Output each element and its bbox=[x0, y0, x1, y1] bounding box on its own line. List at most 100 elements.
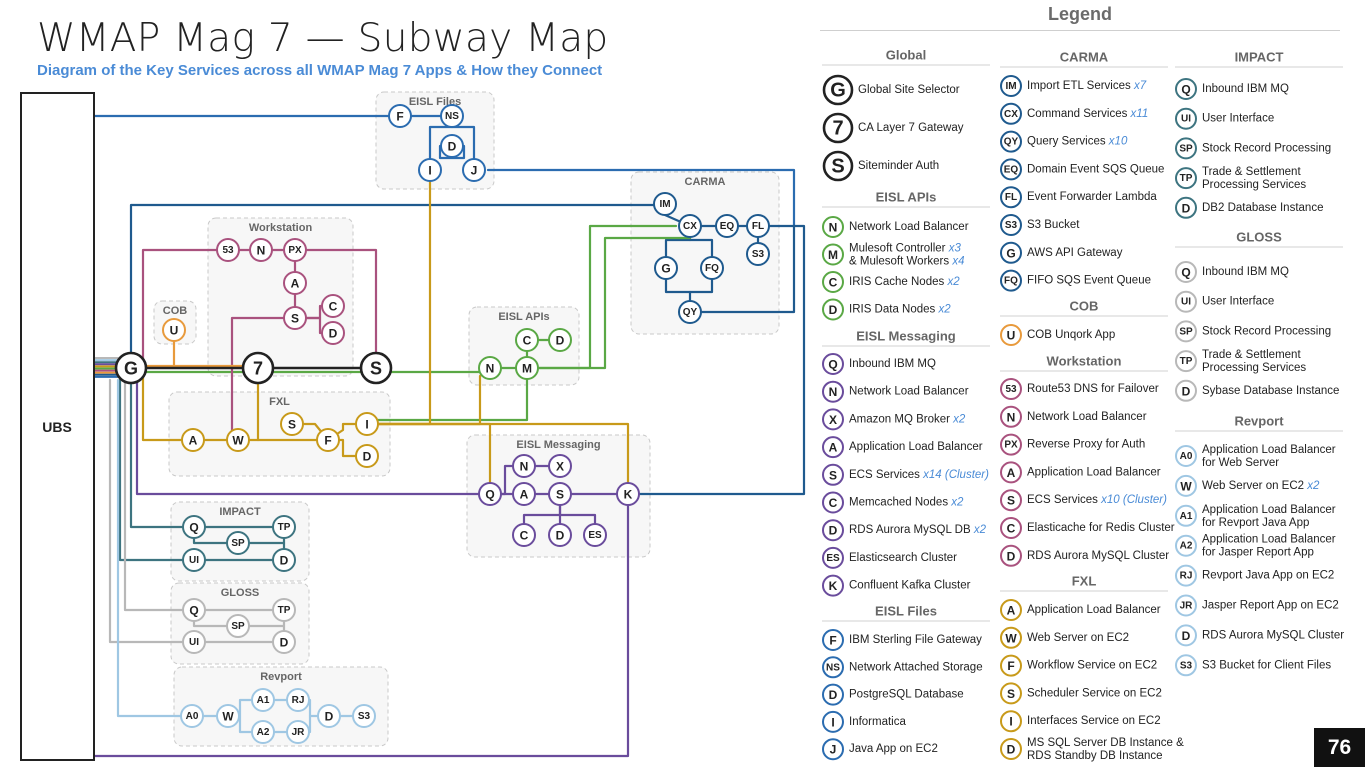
legend-item-label: DB2 Database Instance bbox=[1202, 202, 1323, 214]
station-ws-n-ring bbox=[249, 238, 273, 262]
legend-item-label: Global Site Selector bbox=[858, 84, 960, 96]
station-files-i-ring bbox=[418, 158, 442, 182]
station-rev-s3-ring bbox=[352, 704, 376, 728]
station-rev-w-ring bbox=[216, 704, 240, 728]
legend-node-workstation-n-ring bbox=[1000, 405, 1022, 428]
station-rev-a2-label: A2 bbox=[257, 727, 270, 738]
legend-node-fxl-a-ring bbox=[1000, 599, 1022, 621]
station-msg-a-label: A bbox=[520, 488, 529, 502]
legend-item-label: Sybase Database Instance bbox=[1202, 385, 1339, 397]
legend-item-label: S3 Bucket bbox=[1027, 219, 1080, 231]
fxl-line bbox=[141, 370, 195, 442]
station-msg-n-label: N bbox=[520, 460, 529, 474]
station-files-i: I bbox=[418, 158, 442, 182]
legend-node-workstation-px-ring bbox=[1000, 433, 1022, 456]
station-msg-k: K bbox=[616, 482, 640, 506]
station-carma-cx-ring bbox=[678, 214, 702, 238]
station-rev-d-ring bbox=[317, 704, 341, 728]
station-carma-qy-ring bbox=[678, 300, 702, 324]
station-impact-sp-ring bbox=[226, 531, 250, 555]
station-fxl-d-ring bbox=[355, 444, 379, 468]
legend-node-revport-a1-ring bbox=[1175, 504, 1197, 527]
workstation-line bbox=[230, 316, 297, 442]
legend-node-gloss-sp-ring bbox=[1175, 320, 1197, 343]
station-impact-sp: SP bbox=[226, 531, 250, 555]
legend-node-eisl-files-d-label: D bbox=[829, 688, 838, 702]
legend-node-revport-a2-ring bbox=[1175, 534, 1197, 557]
legend-node-eisl-files-d: D bbox=[822, 683, 844, 706]
group-eisl-apis-label: EISL APIs bbox=[498, 311, 549, 323]
station-gloss-tp: TP bbox=[272, 598, 296, 622]
legend-node-fxl-a-label: A bbox=[1007, 604, 1016, 618]
station-ws-c: C bbox=[321, 294, 345, 318]
legend-item-label: Java App on EC2 bbox=[849, 743, 938, 755]
legend-node-fxl-s-ring bbox=[1000, 682, 1022, 705]
station-impact-sp-label: SP bbox=[231, 538, 245, 549]
legend-item-label: Siteminder Auth bbox=[858, 160, 939, 172]
station-rev-jr: JR bbox=[286, 720, 310, 744]
station-ws-px-ring bbox=[283, 238, 307, 262]
station-fxl-d-label: D bbox=[363, 450, 372, 464]
legend-section-title: Global bbox=[886, 48, 926, 63]
legend-node-global-7-label: 7 bbox=[832, 118, 843, 140]
station-rev-a1-ring bbox=[251, 688, 275, 712]
legend-node-eisl-messaging-k-label: K bbox=[829, 579, 838, 593]
legend-node-carma-fl: FL bbox=[1000, 186, 1022, 209]
station-fxl-f-ring bbox=[316, 428, 340, 452]
legend-node-workstation-s: S bbox=[1000, 489, 1022, 512]
legend-node-carma-im: IM bbox=[1000, 75, 1022, 97]
station-apis-n: N bbox=[478, 356, 502, 380]
legend-item-label-line2: for Web Server bbox=[1202, 457, 1279, 469]
station-global-g-ring bbox=[114, 351, 148, 385]
legend-item-label: Mulesoft Controller x3 bbox=[849, 243, 961, 255]
station-fxl-i-label: I bbox=[365, 418, 368, 432]
station-msg-s-label: S bbox=[556, 488, 564, 502]
legend-node-eisl-files-d-ring bbox=[822, 683, 844, 706]
legend-node-global-s-ring bbox=[822, 150, 854, 182]
station-apis-d: D bbox=[548, 328, 572, 352]
station-msg-s-ring bbox=[548, 482, 572, 506]
legend-item-label: Application Load Balancer bbox=[849, 441, 983, 453]
legend-item-label: Confluent Kafka Cluster bbox=[849, 580, 971, 592]
station-msg-c: C bbox=[512, 523, 536, 547]
legend-node-eisl-files-f-label: F bbox=[829, 634, 836, 648]
legend-node-cob-u-ring bbox=[1000, 324, 1022, 346]
legend-node-eisl-messaging-n-label: N bbox=[829, 385, 838, 399]
legend-node-revport-a0: A0 bbox=[1175, 445, 1197, 467]
station-msg-k-label: K bbox=[624, 488, 633, 502]
station-gloss-sp: SP bbox=[226, 614, 250, 638]
legend-node-eisl-messaging-d: D bbox=[822, 519, 844, 542]
legend-node-eisl-apis-d: D bbox=[822, 298, 844, 321]
legend-node-revport-a1: A1 bbox=[1175, 504, 1197, 527]
station-msg-a-ring bbox=[512, 482, 536, 506]
station-msg-es-label: ES bbox=[588, 530, 602, 541]
station-ws-d: D bbox=[321, 321, 345, 345]
legend-node-fxl-i: I bbox=[1000, 710, 1022, 733]
legend-node-fxl-i-label: I bbox=[1009, 715, 1012, 729]
legend-node-fxl-f-label: F bbox=[1007, 659, 1014, 673]
legend-item-label: IBM Sterling File Gateway bbox=[849, 634, 982, 646]
legend-item-label: Network Load Balancer bbox=[1027, 411, 1147, 423]
revport-line bbox=[116, 378, 194, 718]
legend-node-carma-im-ring bbox=[1000, 75, 1022, 97]
station-files-f: F bbox=[388, 104, 412, 128]
legend-item-label: IRIS Cache Nodes x2 bbox=[849, 276, 960, 288]
legend-node-impact-tp-ring bbox=[1175, 167, 1197, 190]
legend-node-revport-rj-label: RJ bbox=[1180, 571, 1193, 582]
page-number: 76 bbox=[1314, 728, 1365, 767]
station-rev-rj: RJ bbox=[286, 688, 310, 712]
legend-section-title: EISL APIs bbox=[876, 190, 937, 205]
station-fxl-d: D bbox=[355, 444, 379, 468]
legend-node-gloss-q: Q bbox=[1175, 261, 1197, 283]
station-carma-fq-label: FQ bbox=[705, 263, 719, 274]
station-msg-d-label: D bbox=[556, 529, 565, 543]
station-impact-ui-label: UI bbox=[189, 555, 199, 566]
legend-section-title: FXL bbox=[1072, 574, 1097, 589]
station-files-ns-ring bbox=[440, 104, 464, 128]
station-rev-s3-label: S3 bbox=[358, 711, 371, 722]
eisl-apis-line bbox=[374, 366, 529, 422]
legend-node-eisl-messaging-x-label: X bbox=[829, 413, 837, 427]
